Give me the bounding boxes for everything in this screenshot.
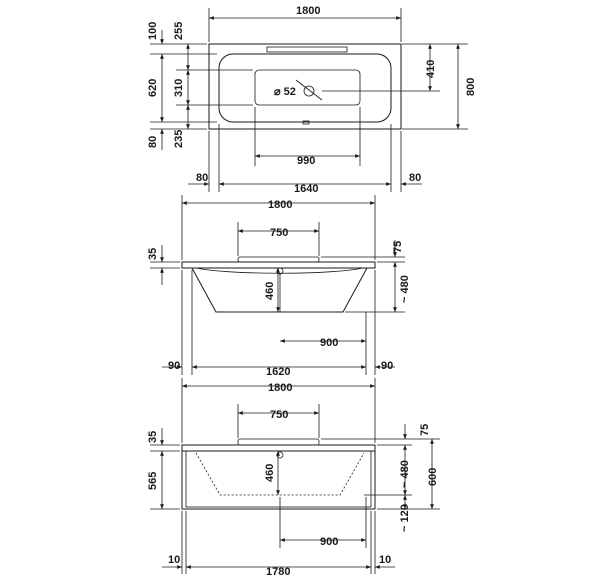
panel-feet-height-label: ~ 120: [399, 504, 411, 532]
rim-bottom-label: 80: [147, 136, 159, 148]
panel-length-label: 1780: [266, 566, 290, 578]
inner-bottom-offset-label: 235: [173, 130, 185, 148]
side-headrest-height-label: 75: [392, 241, 404, 253]
inner-width-label: 620: [147, 79, 159, 97]
side-view: 1800 750 35 75 ~ 480 460 900: [147, 195, 411, 378]
inner-length-label: 1640: [294, 183, 318, 195]
top-overall-width-label: 800: [465, 78, 477, 96]
side-right-label: 90: [381, 360, 393, 372]
panel-view-rim: [181, 444, 376, 452]
side-view-rim: [181, 261, 376, 269]
panel-total-height-label: 600: [427, 468, 439, 486]
panel-view-panel: [181, 450, 376, 510]
side-view-basin: [191, 267, 368, 313]
side-inner-length-label: 1620: [266, 366, 290, 378]
top-view-basin: [218, 53, 392, 123]
panel-rim-height-label: 35: [147, 431, 159, 443]
top-view-outline: [208, 43, 402, 130]
panel-headrest-length-label: 750: [270, 409, 288, 421]
top-view-drain-area: [254, 69, 361, 106]
panel-height-label: 565: [147, 472, 159, 490]
drain-diameter-label: ⌀ 52: [274, 86, 296, 98]
drain-area-width-label: 310: [173, 79, 185, 97]
side-view-headrest: [237, 256, 320, 263]
side-headrest-length-label: 750: [270, 227, 288, 239]
top-view: ⌀ 52 1800 800 410 100 255 620 310: [147, 5, 477, 195]
side-drain-offset-label: 900: [320, 337, 338, 349]
panel-side-left-label: 10: [168, 554, 180, 566]
drain-icon: [303, 85, 315, 97]
top-view-headrest: [266, 46, 348, 53]
panel-view-headrest: [237, 438, 320, 446]
inner-top-offset-label: 255: [173, 22, 185, 40]
panel-depth-total-label: ~ 480: [399, 460, 411, 488]
drain-area-length-label: 990: [297, 155, 315, 167]
side-rim-height-label: 35: [147, 248, 159, 260]
side-depth-total-label: ~ 480: [399, 275, 411, 303]
side-left-label: 80: [196, 172, 208, 184]
drain-offset-label: 410: [425, 60, 437, 78]
panel-overall-length-label: 1800: [268, 382, 292, 394]
side-depth-center-label: 460: [264, 282, 276, 300]
side-overall-length-label: 1800: [268, 199, 292, 211]
rim-top-label: 100: [147, 22, 159, 40]
top-overall-length-label: 1800: [296, 5, 320, 17]
side-right-label: 80: [409, 172, 421, 184]
panel-headrest-height-label: 75: [419, 424, 431, 436]
panel-drain-offset-label: 900: [320, 536, 338, 548]
panel-view: 1800 750 35 565 75 ~ 480 600 ~ 120 460: [147, 378, 440, 578]
side-left-label: 90: [168, 360, 180, 372]
panel-side-right-label: 10: [379, 554, 391, 566]
panel-depth-center-label: 460: [264, 464, 276, 482]
